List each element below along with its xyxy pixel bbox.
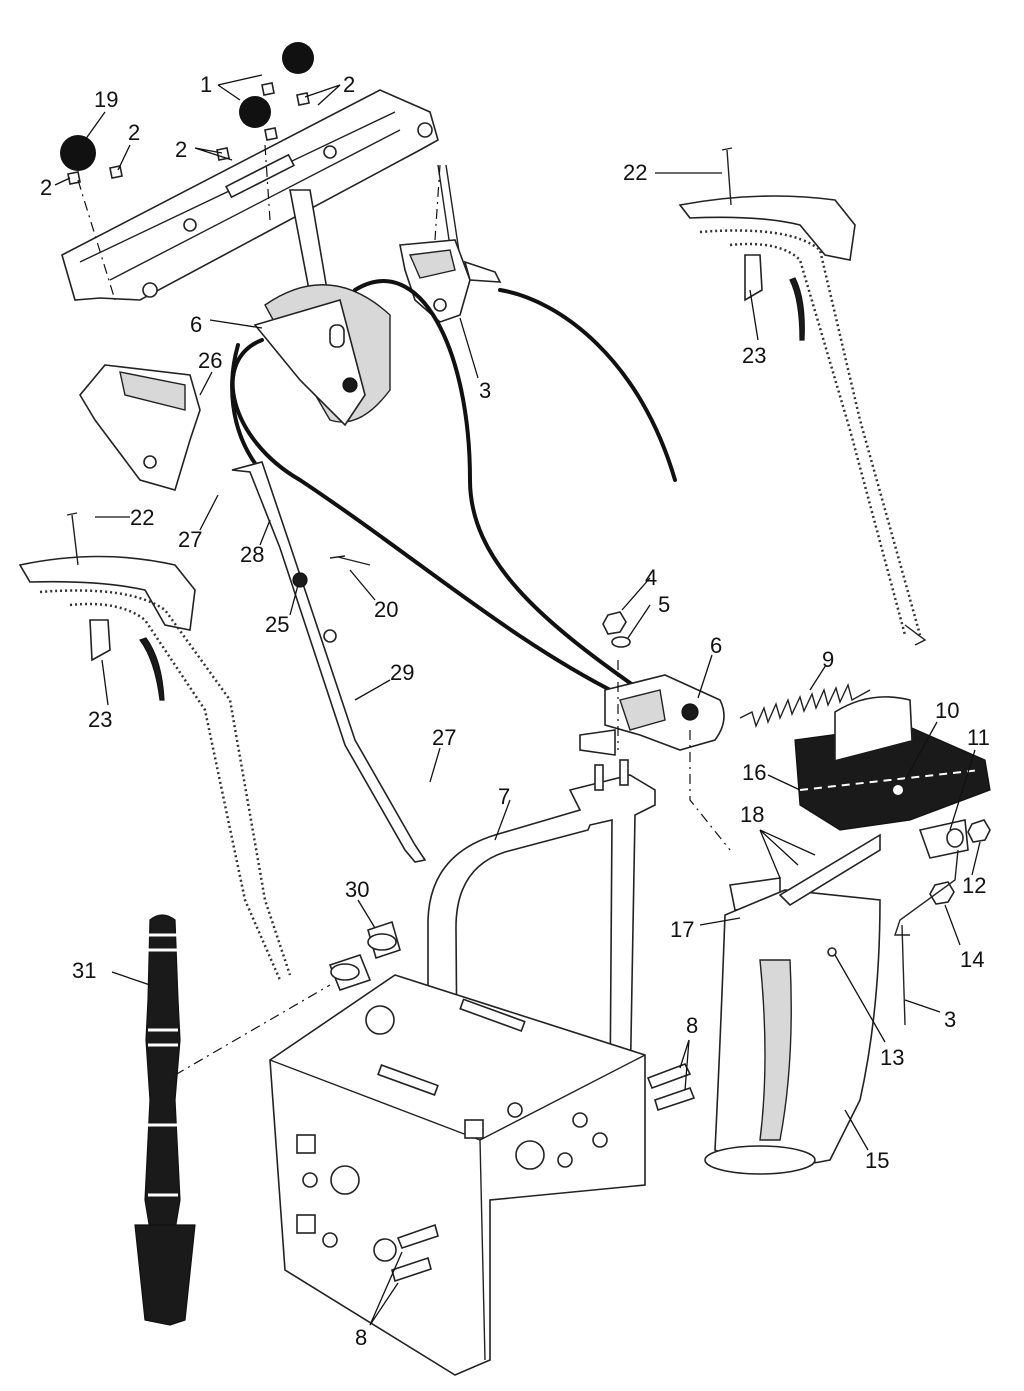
leader-lines <box>54 74 981 1326</box>
label-3-upper: 3 <box>479 378 491 403</box>
chute-deflector <box>794 696 991 831</box>
discharge-chute <box>704 833 881 1175</box>
label-22-left: 22 <box>130 505 154 530</box>
left-handle <box>18 555 292 981</box>
label-28: 28 <box>240 542 264 567</box>
chute-control-bracket <box>399 239 502 323</box>
label-9: 9 <box>822 647 834 672</box>
label-25: 25 <box>265 612 289 637</box>
label-13: 13 <box>880 1045 904 1070</box>
shift-lever-bracket <box>253 189 391 427</box>
label-17: 17 <box>670 917 694 942</box>
label-6-upper: 6 <box>190 312 202 337</box>
label-26: 26 <box>198 348 222 373</box>
label-2-left: 2 <box>40 175 52 200</box>
label-2-top: 2 <box>343 72 355 97</box>
auger-housing <box>269 974 646 1376</box>
hex-bolts <box>391 1062 696 1283</box>
label-2-middle: 2 <box>175 137 187 162</box>
label-19: 19 <box>94 87 118 112</box>
label-23-right: 23 <box>742 343 766 368</box>
upper-handle-panel <box>61 89 439 301</box>
label-16: 16 <box>742 760 766 785</box>
knobs <box>60 42 314 171</box>
nut-and-washer <box>602 611 631 648</box>
label-1: 1 <box>200 72 212 97</box>
label-4: 4 <box>645 565 657 590</box>
assembly-lines <box>77 144 731 1076</box>
label-8-right: 8 <box>686 1013 698 1038</box>
screws <box>66 82 733 566</box>
label-7: 7 <box>498 784 510 809</box>
label-30: 30 <box>345 877 369 902</box>
label-14: 14 <box>960 947 984 972</box>
label-27-left: 27 <box>178 527 202 552</box>
control-cables <box>230 279 677 697</box>
drift-cutter <box>134 914 196 1326</box>
label-18: 18 <box>740 802 764 827</box>
label-12: 12 <box>962 873 986 898</box>
left-control-bracket <box>79 364 201 491</box>
label-31: 31 <box>72 958 96 983</box>
label-27-right: 27 <box>432 725 456 750</box>
label-3-lower: 3 <box>944 1007 956 1032</box>
label-10: 10 <box>935 698 959 723</box>
label-20: 20 <box>374 597 398 622</box>
label-6-lower: 6 <box>710 633 722 658</box>
lever-rods <box>231 461 427 863</box>
clamp <box>328 920 401 991</box>
label-23-left: 23 <box>88 707 112 732</box>
label-2-left-upper: 2 <box>128 120 140 145</box>
spring <box>739 682 871 729</box>
deflector-hardware <box>894 819 991 1026</box>
label-22-right: 22 <box>623 160 647 185</box>
label-8-bottom: 8 <box>355 1325 367 1350</box>
chute-bracket-plate <box>579 674 725 756</box>
callout-labels: 1 2 2 2 2 19 22 23 3 6 26 27 28 22 23 25… <box>40 72 990 1350</box>
label-5: 5 <box>658 592 670 617</box>
right-handle <box>678 195 927 646</box>
label-11: 11 <box>967 725 990 750</box>
label-29: 29 <box>390 660 414 685</box>
label-15: 15 <box>865 1148 889 1173</box>
